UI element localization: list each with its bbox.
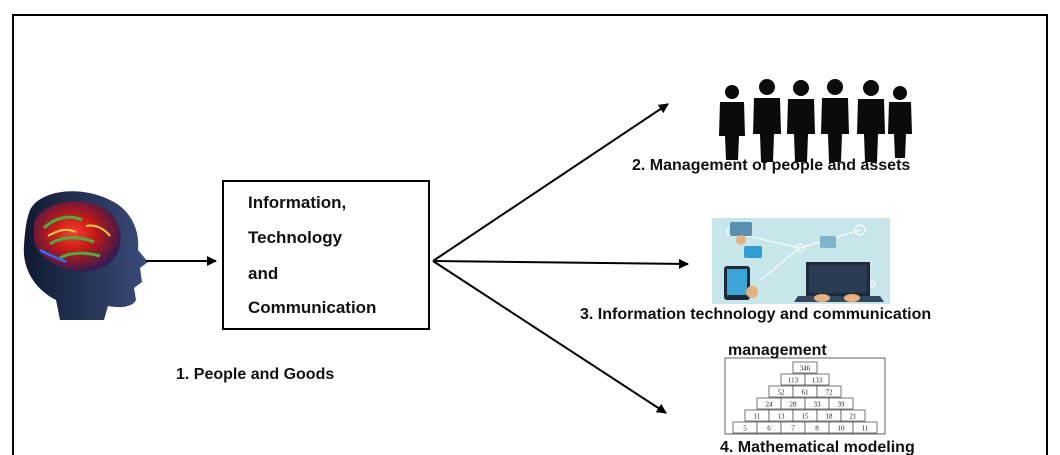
arrow-to-it-management: [432, 258, 689, 269]
ict-line-information: Information,: [248, 193, 347, 212]
pyramid-cell-value: 39: [838, 401, 846, 409]
pyramid-cell-value: 18: [826, 413, 834, 421]
pyramid-cell-value: 33: [814, 401, 822, 409]
devices-network-icon: [712, 218, 890, 304]
diagram-frame: [12, 14, 1048, 455]
label-math: 4. Mathematical modeling: [720, 439, 915, 455]
businesspeople-silhouettes-icon: [719, 79, 912, 162]
pyramid-cell: [840, 409, 866, 422]
pyramid-cell: [828, 397, 854, 410]
label-management: 2. Management of people and assets: [632, 157, 911, 174]
pyramid-cell-value: 28: [790, 401, 798, 409]
pyramid-cell-value: 15: [802, 413, 810, 421]
arrow-to-management: [432, 103, 669, 262]
label-it-management-line2: management: [728, 342, 827, 359]
label-it-management-line1: 3. Information technology and communicat…: [580, 306, 932, 323]
pyramid-cell-value: 133: [812, 377, 823, 385]
ict-line-and: and: [248, 264, 279, 283]
brain-head-icon: [23, 191, 148, 320]
pyramid-cell: [792, 361, 818, 374]
pyramid-cell-value: 346: [800, 365, 811, 373]
pyramid-cell: [852, 421, 878, 434]
pyramid-cell-value: 113: [788, 377, 799, 385]
arrow-to-math: [432, 260, 667, 414]
pyramid-cell-value: 52: [778, 389, 786, 397]
pyramid-cell: [816, 385, 842, 398]
pyramid-cell-value: 13: [778, 413, 786, 421]
ict-line-technology: Technology: [248, 228, 343, 247]
ict-line-communication: Communication: [248, 298, 377, 317]
pyramid-cell-value: 8: [815, 425, 819, 433]
pyramid-cell-value: 61: [802, 389, 810, 397]
pyramid-cell-value: 6: [767, 425, 771, 433]
pyramid-cell-value: 11: [754, 413, 761, 421]
label-people-goods: 1. People and Goods: [176, 366, 335, 383]
pyramid-cell-value: 11: [862, 425, 869, 433]
pyramid-cell: [804, 373, 830, 386]
pyramid-cell-value: 7: [791, 425, 795, 433]
pyramid-cell-value: 72: [826, 389, 834, 397]
pyramid-cell-value: 24: [766, 401, 774, 409]
pyramid-cell-value: 10: [838, 425, 846, 433]
ict-box: Information, Technology and Communicatio…: [222, 180, 430, 330]
pyramid-cell-value: 5: [743, 425, 747, 433]
pyramid-cell-value: 21: [850, 413, 858, 421]
